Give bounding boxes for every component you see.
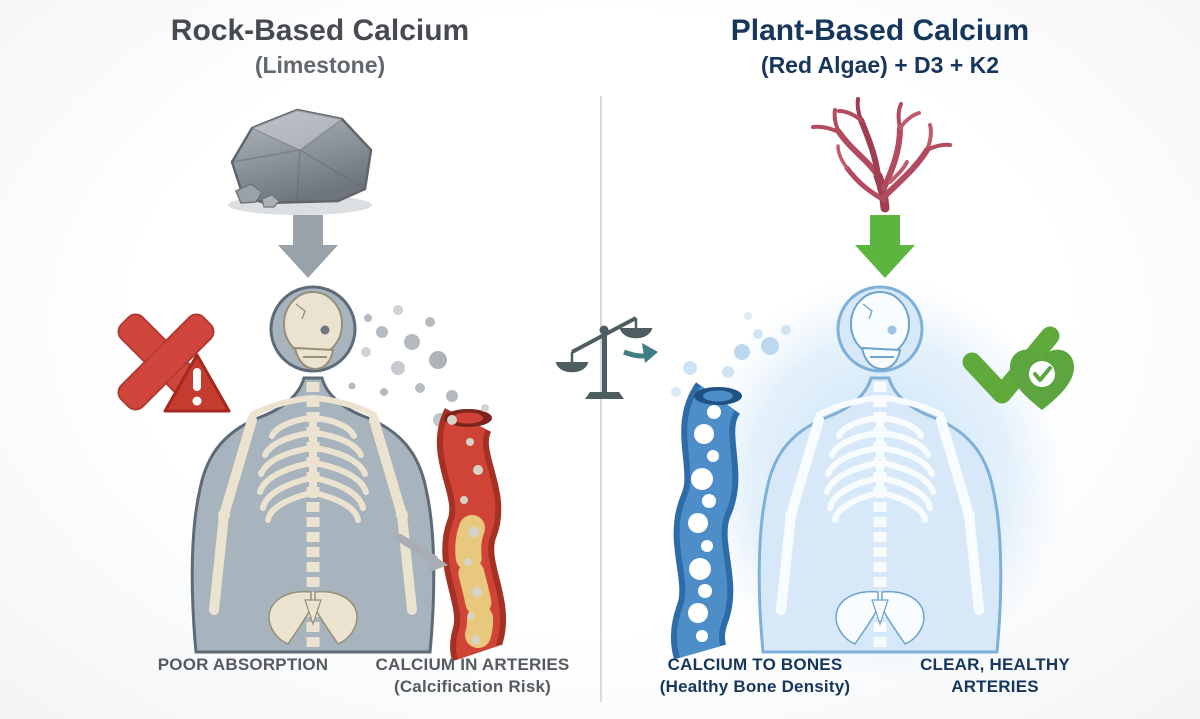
limestone-rock-icon xyxy=(228,108,373,215)
balance-scale-icon xyxy=(555,316,658,399)
right-title: Plant-Based Calcium xyxy=(730,14,1030,47)
left-header: Rock-Based Calcium (Limestone) xyxy=(60,14,580,78)
red-algae-icon xyxy=(811,97,952,213)
skeleton-figure-gray xyxy=(192,287,434,652)
calcified-artery-icon xyxy=(396,404,507,662)
clear-artery-icon xyxy=(671,312,791,660)
right-header: Plant-Based Calcium (Red Algae) + D3 + K… xyxy=(620,14,1140,78)
calcium-bubbles xyxy=(671,312,791,397)
heart-check-icon xyxy=(1010,349,1074,410)
label-poor-absorption: POOR ABSORPTION xyxy=(157,655,329,674)
left-subtitle: (Limestone) xyxy=(254,51,386,78)
gray-down-arrow-icon xyxy=(278,215,338,278)
green-down-arrow-icon xyxy=(855,215,915,278)
label-calcium-in-arteries: CALCIUM IN ARTERIES (Calcification Risk) xyxy=(375,655,570,697)
compare-arrow-icon xyxy=(623,343,658,363)
label-clear-healthy-arteries: CLEAR, HEALTHY ARTERIES xyxy=(920,655,1070,697)
warning-triangle-icon xyxy=(163,353,231,413)
right-subtitle: (Red Algae) + D3 + K2 xyxy=(760,51,1000,78)
left-title: Rock-Based Calcium xyxy=(170,14,470,47)
label-calcium-to-bones: CALCIUM TO BONES (Healthy Bone Density) xyxy=(659,655,851,697)
